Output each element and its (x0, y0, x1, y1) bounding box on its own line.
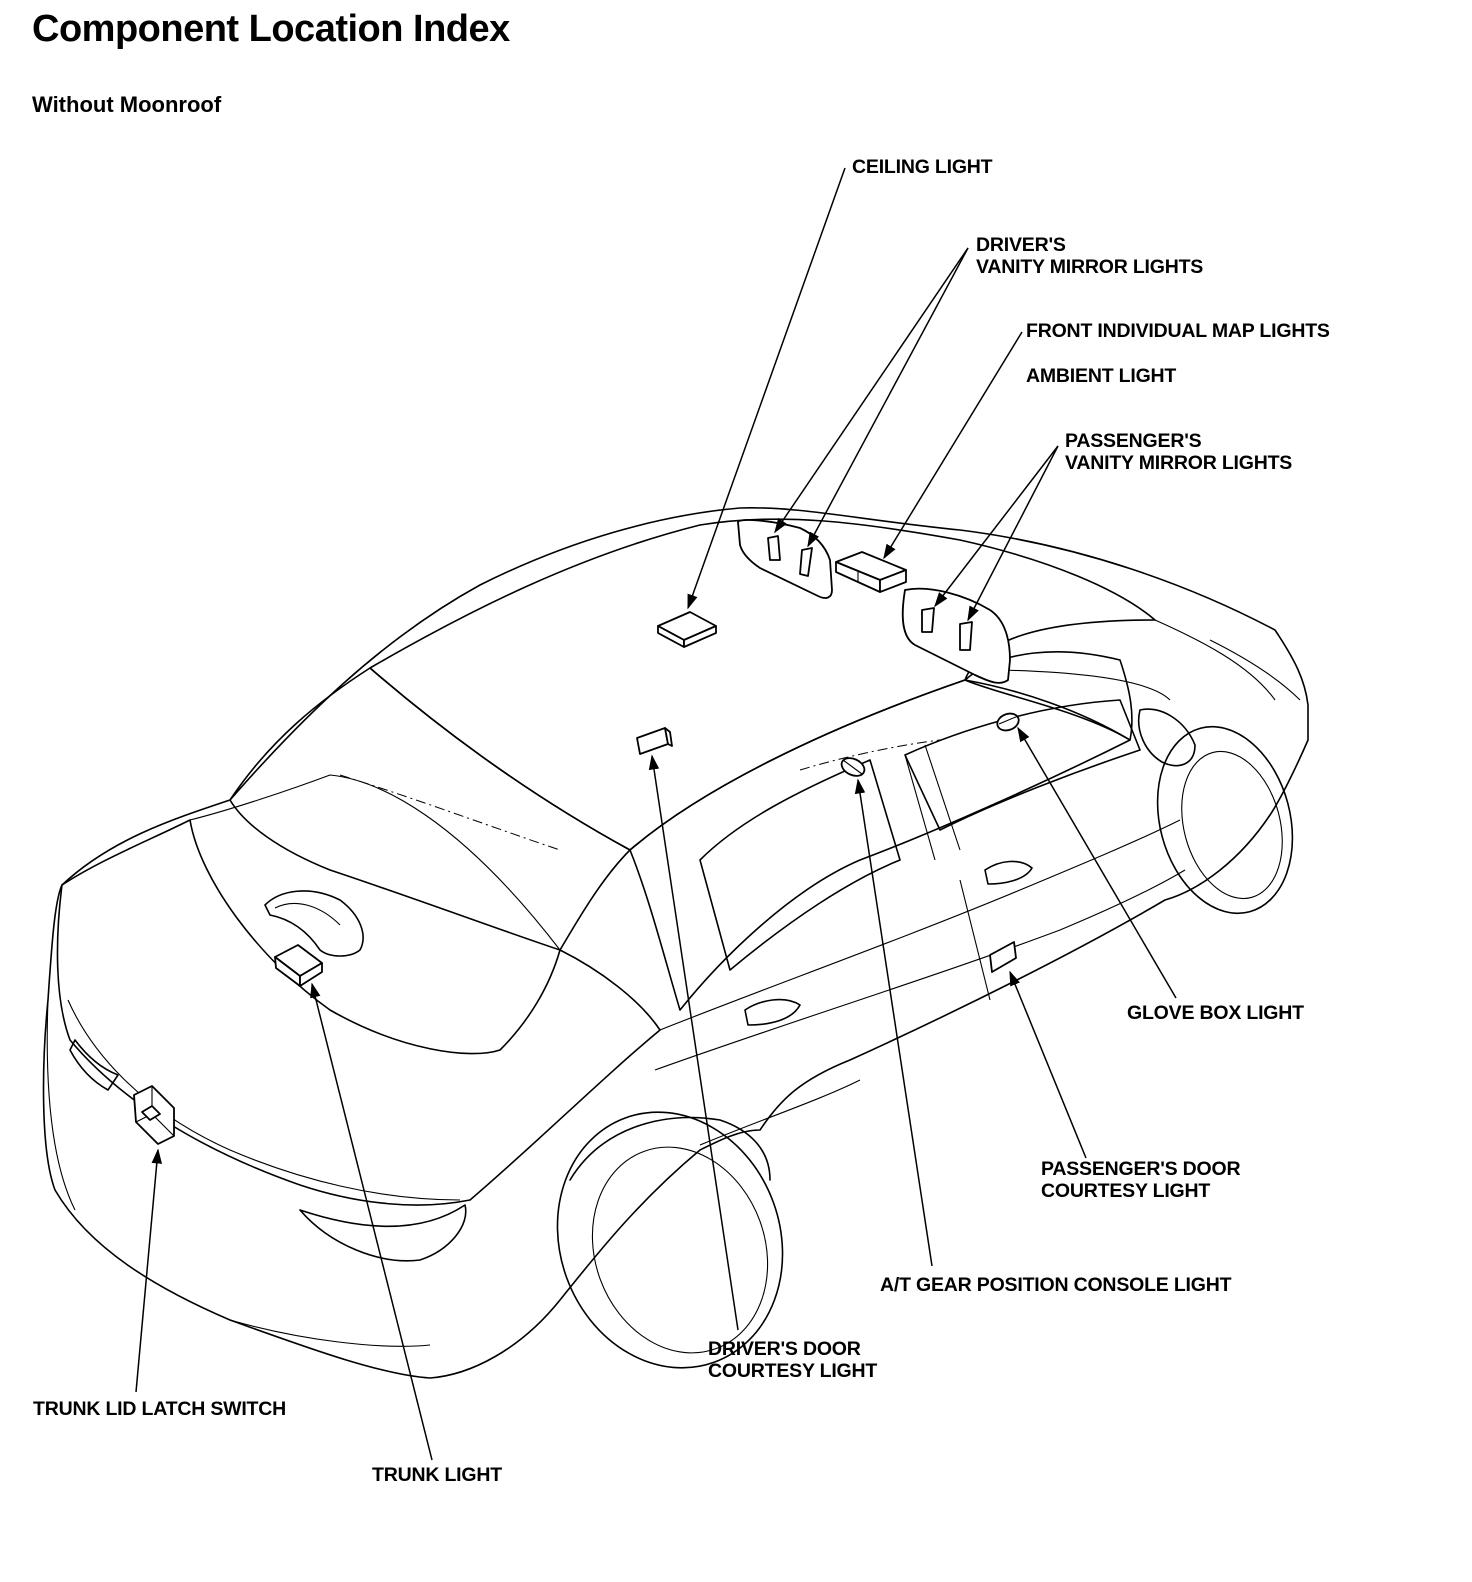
label-glove-box-light: GLOVE BOX LIGHT (1127, 1002, 1304, 1024)
label-passengers-door-line2: COURTESY LIGHT (1041, 1180, 1211, 1202)
drivers-vanity-light-right (799, 547, 813, 577)
label-front-map-lights: FRONT INDIVIDUAL MAP LIGHTS (1026, 320, 1330, 342)
glove-box-light-component (996, 712, 1020, 732)
ceiling-light-component (657, 611, 717, 648)
drivers-door-courtesy-light-component (636, 727, 673, 755)
label-trunk-latch-switch: TRUNK LID LATCH SWITCH (33, 1398, 287, 1420)
label-at-gear-light: A/T GEAR POSITION CONSOLE LIGHT (880, 1274, 1232, 1296)
at-gear-light-component (840, 757, 866, 777)
passengers-vanity-light-right (959, 621, 973, 651)
label-drivers-vanity-line1: DRIVER'S (976, 234, 1066, 256)
label-drivers-door-line2: COURTESY LIGHT (708, 1360, 878, 1382)
label-ceiling-light: CEILING LIGHT (852, 156, 993, 178)
page-subtitle: Without Moonroof (32, 92, 222, 117)
label-ambient-light: AMBIENT LIGHT (1026, 365, 1177, 387)
passengers-door-courtesy-light-component (989, 941, 1017, 973)
label-trunk-light: TRUNK LIGHT (372, 1464, 502, 1486)
trunk-light-component (274, 944, 323, 987)
label-drivers-vanity-line2: VANITY MIRROR LIGHTS (976, 256, 1204, 278)
passengers-vanity-light-left (921, 607, 935, 633)
page-title: Component Location Index (32, 8, 510, 50)
passengers-visor (901, 587, 1011, 684)
label-drivers-door-line1: DRIVER'S DOOR (708, 1338, 861, 1360)
drivers-vanity-light-left (767, 535, 781, 561)
map-light-console (835, 551, 907, 593)
label-passengers-door-line1: PASSENGER'S DOOR (1041, 1158, 1241, 1180)
leader-lines (135, 167, 1177, 1461)
drivers-visor (737, 519, 833, 599)
trunk-latch-switch-component (133, 1085, 175, 1145)
label-passengers-vanity-line2: VANITY MIRROR LIGHTS (1065, 452, 1293, 474)
label-passengers-vanity-line1: PASSENGER'S (1065, 430, 1202, 452)
